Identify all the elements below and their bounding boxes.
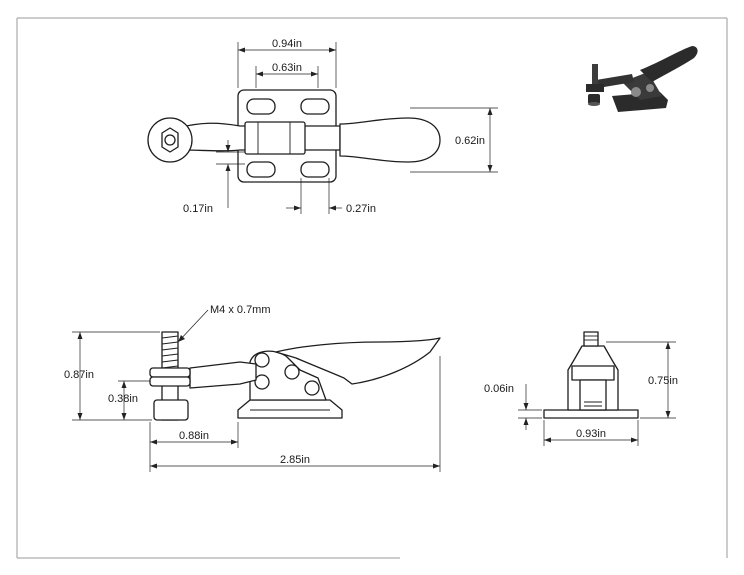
slot-top-left — [246, 98, 276, 115]
end-view-dimensions: 0.75in 0.06in 0.93in — [484, 341, 678, 446]
side-nut-lower — [149, 376, 191, 387]
dim-spindle-to-base: 0.88in — [179, 430, 209, 442]
end-web — [579, 379, 607, 411]
dim-hole-spacing: 0.63in — [272, 62, 302, 74]
dim-slot-offset: 0.27in — [346, 203, 376, 215]
dim-end-height: 0.75in — [648, 375, 678, 387]
dim-width-overall: 0.94in — [272, 38, 302, 50]
side-pad — [153, 399, 189, 421]
side-view — [149, 331, 441, 421]
slot-bottom-left — [246, 161, 276, 178]
top-pivot-block — [244, 121, 306, 155]
side-arm — [189, 361, 257, 389]
dim-base-width: 0.93in — [576, 428, 606, 440]
spindle-bolt — [164, 134, 176, 146]
side-nut-upper — [149, 367, 191, 378]
iso-view — [586, 46, 698, 112]
slot-top-right — [300, 98, 330, 115]
top-view-dimensions: 0.94in 0.63in 0.62in 0.17in 0.27in — [183, 38, 498, 215]
dim-base-thickness: 0.06in — [484, 383, 514, 395]
dim-height-overall: 0.87in — [64, 369, 94, 381]
dim-spindle-height: 0.38in — [108, 393, 138, 405]
dim-length-overall: 2.85in — [280, 454, 310, 466]
top-view — [147, 89, 441, 183]
slot-bottom-right — [300, 161, 330, 178]
thread-callout: M4 x 0.7mm — [210, 304, 271, 316]
dim-handle-height: 0.62in — [455, 135, 485, 147]
end-spindle — [583, 331, 599, 347]
end-base — [543, 409, 639, 419]
sheet-border — [16, 17, 728, 559]
side-view-dimensions: M4 x 0.7mm 0.87in 0.38in 0.88in 2.85in — [64, 304, 441, 472]
side-base — [237, 399, 343, 419]
top-handle-grip — [339, 117, 441, 163]
end-arm — [571, 365, 615, 381]
dim-slot-width: 0.17in — [183, 203, 213, 215]
end-view — [543, 331, 639, 419]
side-handle — [275, 337, 441, 385]
